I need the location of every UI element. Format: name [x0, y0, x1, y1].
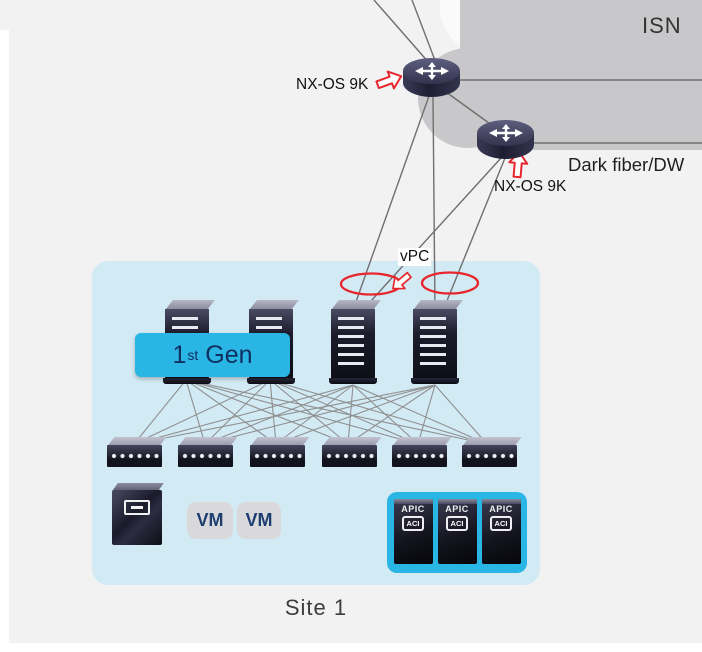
- nxos-label-bottom: NX-OS 9K: [494, 178, 567, 195]
- aci-badge-icon: ACI: [401, 516, 425, 531]
- vpc-label: vPC: [398, 248, 432, 266]
- page-margin-bottom: [0, 643, 702, 652]
- server-icon: [112, 483, 164, 545]
- vm-badge-2: VM: [237, 502, 281, 539]
- aci-badge-icon: ACI: [445, 516, 469, 531]
- router-to-spine-links: [351, 95, 506, 314]
- apic-title: APIC: [401, 504, 425, 514]
- leaf-switch-icon-2: [178, 437, 238, 468]
- leaf-switch-icon-6: [462, 437, 522, 468]
- nxos-label-top: NX-OS 9K: [296, 76, 369, 93]
- nxos-top-arrow-icon: [375, 70, 403, 90]
- server-emblem-icon: [124, 500, 150, 515]
- apic-title: APIC: [489, 504, 513, 514]
- leaf-switch-icon-4: [322, 437, 382, 468]
- apic-node-1: APIC ACI: [393, 499, 433, 564]
- aci-badge-icon: ACI: [489, 516, 513, 531]
- leaf-switch-icon-3: [250, 437, 310, 468]
- apic-node-3: APIC ACI: [481, 499, 521, 564]
- vm-badge-1: VM: [187, 502, 233, 539]
- router2-icon: [477, 120, 534, 162]
- router-arrows-icon: [477, 120, 534, 146]
- dark-fiber-label: Dark fiber/DW: [568, 154, 685, 175]
- isn-cloud: [418, 0, 702, 150]
- apic-node-2: APIC ACI: [437, 499, 477, 564]
- gen-sup: st: [187, 347, 199, 363]
- leaf-switch-icon-5: [392, 437, 452, 468]
- vpc-arrow-icon: [392, 271, 412, 290]
- red-arrow-icons: [375, 70, 529, 290]
- intersite-links: [373, 0, 702, 144]
- page-margin-left: [0, 30, 9, 643]
- apic-title: APIC: [445, 504, 469, 514]
- site-title: Site 1: [284, 595, 348, 620]
- spine-switch-icon-3: [329, 300, 381, 388]
- isn-label: ISN: [642, 13, 682, 38]
- router-arrows-icon: [403, 58, 460, 84]
- leaf-switch-icon-1: [107, 437, 167, 468]
- gen-rest: Gen: [205, 340, 253, 369]
- spine-leaf-mesh: [133, 379, 488, 445]
- router1-icon: [403, 58, 460, 100]
- spine-switch-icon-4: [411, 300, 463, 388]
- gen-num: 1: [172, 340, 187, 369]
- apic-cluster-box: APIC ACI APIC ACI APIC ACI: [387, 492, 527, 573]
